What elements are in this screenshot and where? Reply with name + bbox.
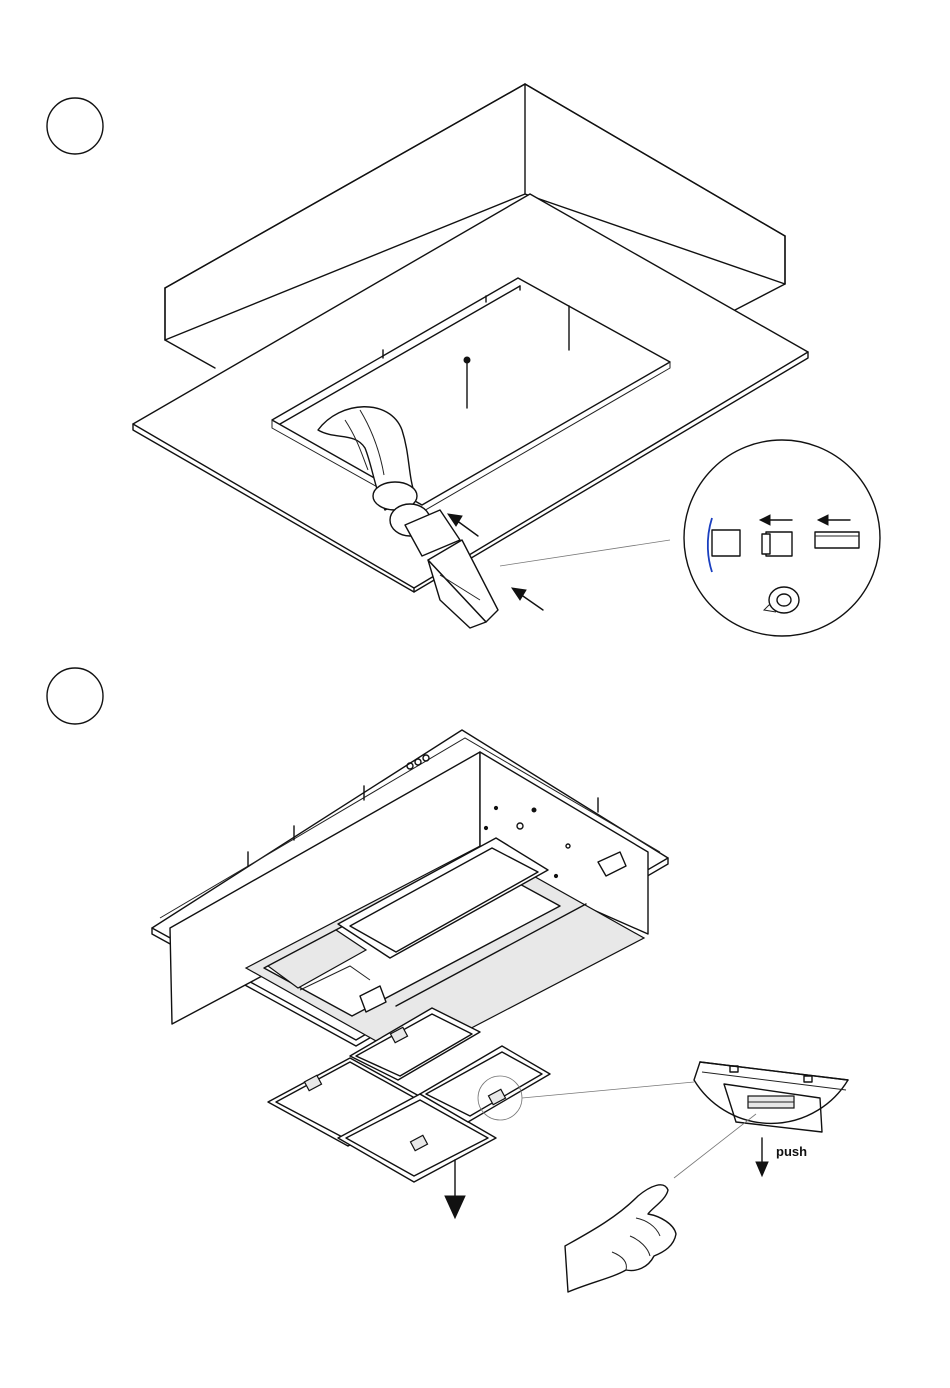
down-arrow-icon bbox=[445, 1160, 465, 1218]
hood-body-icon bbox=[152, 730, 668, 1060]
latch-detail-zoom-icon: push bbox=[694, 1062, 848, 1176]
grease-filter-icon bbox=[268, 1008, 550, 1182]
tape-roll-icon bbox=[764, 587, 799, 613]
step-1-figure bbox=[47, 84, 880, 636]
step-2-figure: push bbox=[47, 668, 848, 1292]
pointing-hand-icon bbox=[565, 1114, 756, 1292]
push-label: push bbox=[776, 1144, 807, 1159]
duct-detail-zoom-icon bbox=[684, 440, 880, 636]
step-1-marker bbox=[47, 98, 103, 154]
latch-detail-leader bbox=[522, 1082, 694, 1098]
detail-leader-line bbox=[500, 540, 670, 566]
step-2-marker bbox=[47, 668, 103, 724]
